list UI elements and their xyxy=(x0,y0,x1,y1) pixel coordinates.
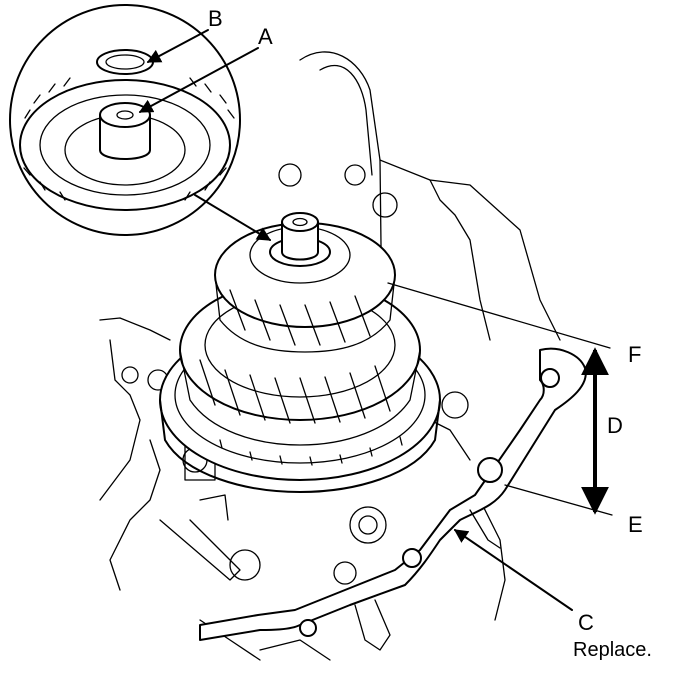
callout-b: B xyxy=(208,6,223,31)
leader-a xyxy=(138,47,259,113)
callout-c-note: Replace. xyxy=(573,639,652,661)
transmission-housing xyxy=(99,51,561,661)
callout-f: F xyxy=(628,342,641,367)
leader-f xyxy=(387,282,611,349)
leader-b xyxy=(146,29,209,63)
callout-d: D xyxy=(607,413,623,438)
leader-c xyxy=(453,529,573,611)
inset-magnified-view xyxy=(9,4,272,241)
callout-e: E xyxy=(628,512,643,537)
callout-c: C xyxy=(578,610,594,635)
gear-assembly xyxy=(159,212,441,493)
callout-a: A xyxy=(258,24,273,49)
